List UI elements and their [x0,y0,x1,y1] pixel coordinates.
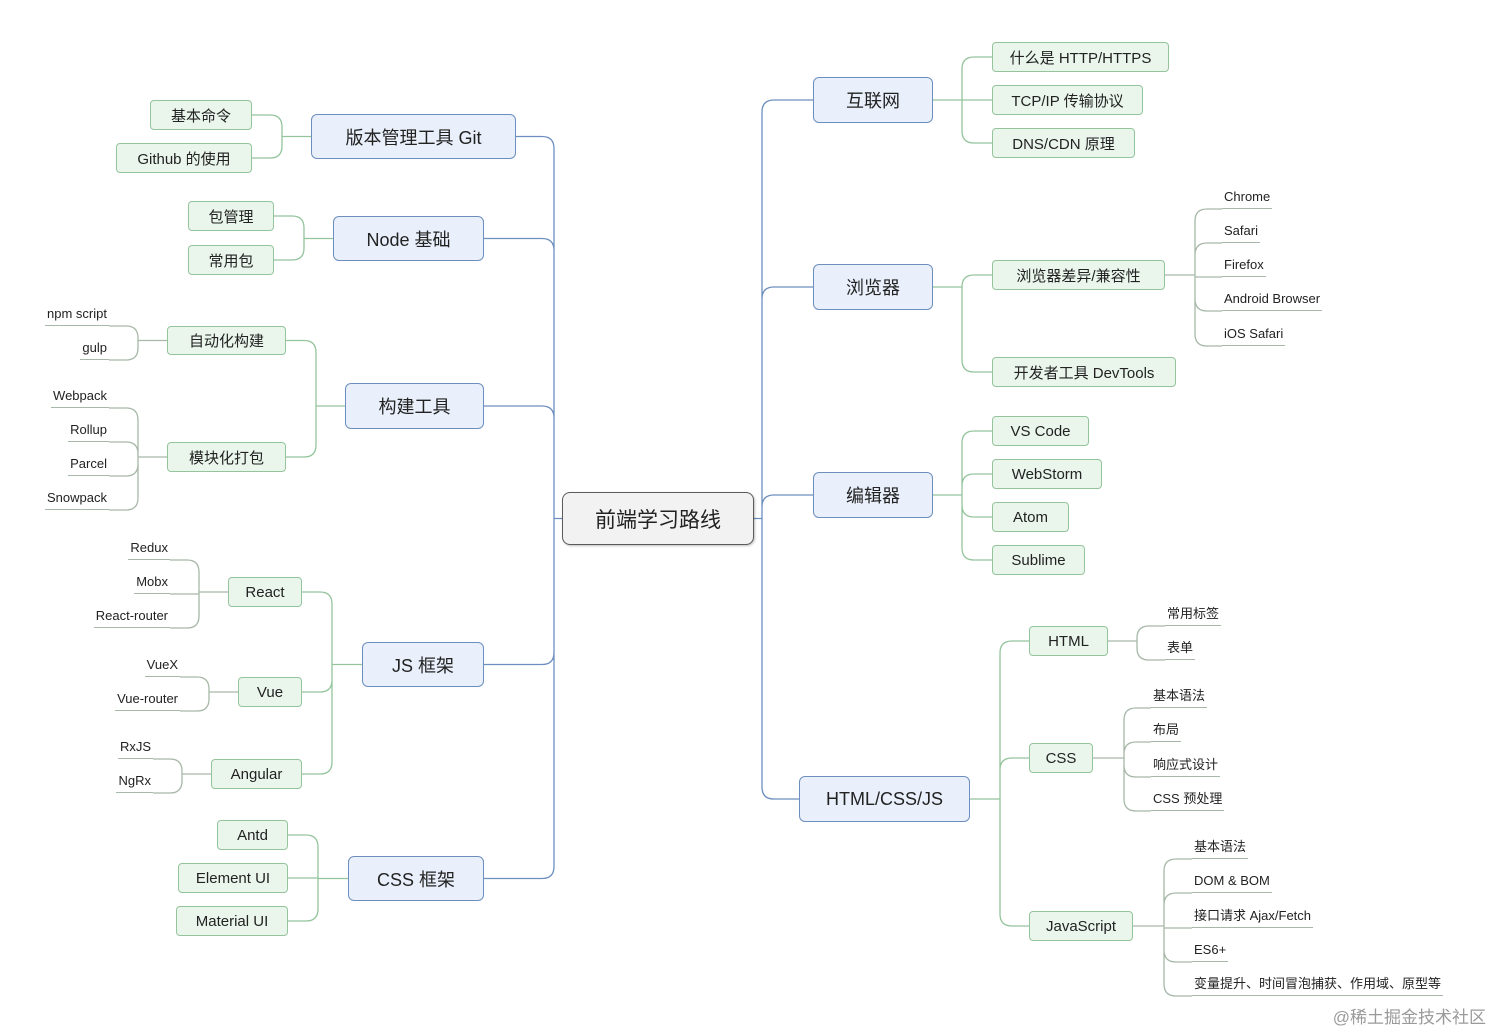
branch-css-framework[interactable]: CSS 框架 [348,856,484,901]
connector-root-node [484,135,562,880]
sub-material-ui[interactable]: Material UI [176,906,288,936]
leaf-ngrx[interactable]: NgRx [116,773,153,793]
leaf-dom-bom[interactable]: DOM & BOM [1192,873,1272,893]
leaf-forms[interactable]: 表单 [1165,640,1196,660]
sub-webstorm[interactable]: WebStorm [992,459,1102,489]
leaf-rxjs[interactable]: RxJS [117,739,153,759]
branch-git[interactable]: 版本管理工具 Git [311,114,516,159]
leaf-ios-safari[interactable]: iOS Safari [1222,326,1286,346]
leaf-safari[interactable]: Safari [1222,223,1260,243]
sub-automated-build[interactable]: 自动化构建 [167,326,286,355]
connector-sub-automated-build [109,325,167,361]
sub-browser-compat[interactable]: 浏览器差异/兼容性 [992,260,1165,290]
leaf-es6[interactable]: ES6+ [1192,942,1229,962]
leaf-responsive-design[interactable]: 响应式设计 [1151,757,1221,777]
sub-github-usage[interactable]: Github 的使用 [116,143,252,173]
branch-html-css-js[interactable]: HTML/CSS/JS [799,776,970,822]
leaf-hoisting-etc[interactable]: 变量提升、时间冒泡捕获、作用域、原型等 [1192,976,1444,996]
leaf-layout[interactable]: 布局 [1151,722,1182,742]
leaf-npm-script[interactable]: npm script [45,306,109,326]
sub-vue[interactable]: Vue [238,677,302,707]
connector-branch-browser [933,274,992,373]
connector-sub-javascript [1133,858,1192,997]
sub-vscode[interactable]: VS Code [992,416,1089,446]
sub-module-bundling[interactable]: 模块化打包 [167,442,286,472]
leaf-ajax-fetch[interactable]: 接口请求 Ajax/Fetch [1192,908,1314,928]
leaf-react-router[interactable]: React-router [93,608,170,628]
leaf-mobx[interactable]: Mobx [134,574,170,594]
connector-root-node [754,99,813,800]
watermark: @稀土掘金技术社区 [1332,1008,1486,1027]
connector-sub-angular [153,758,211,794]
sub-tcp-ip[interactable]: TCP/IP 传输协议 [992,85,1143,115]
leaf-common-tags[interactable]: 常用标签 [1165,606,1222,626]
branch-internet[interactable]: 互联网 [813,77,933,123]
sub-javascript[interactable]: JavaScript [1029,911,1133,941]
connector-branch-html-css-js [970,640,1029,927]
connector-sub-browser-compat [1165,208,1222,347]
sub-dns-cdn[interactable]: DNS/CDN 原理 [992,128,1135,158]
sub-react[interactable]: React [228,577,302,607]
connector-sub-react [170,559,228,629]
branch-js-framework[interactable]: JS 框架 [362,642,484,687]
leaf-js-basic-syntax[interactable]: 基本语法 [1192,839,1249,859]
branch-build-tools[interactable]: 构建工具 [345,383,484,429]
sub-sublime[interactable]: Sublime [992,545,1085,575]
sub-html[interactable]: HTML [1029,626,1108,656]
leaf-css-preprocessing[interactable]: CSS 预处理 [1151,791,1225,811]
sub-devtools[interactable]: 开发者工具 DevTools [992,357,1176,387]
connector-branch-node [274,215,333,261]
sub-css[interactable]: CSS [1029,743,1093,773]
connector-branch-git [252,114,311,159]
leaf-snowpack[interactable]: Snowpack [45,490,109,510]
leaf-webpack[interactable]: Webpack [51,388,109,408]
leaf-chrome[interactable]: Chrome [1222,189,1273,209]
leaf-css-basic-syntax[interactable]: 基本语法 [1151,688,1208,708]
branch-editor[interactable]: 编辑器 [813,472,933,518]
sub-antd[interactable]: Antd [217,820,288,850]
leaf-redux[interactable]: Redux [128,540,170,560]
leaf-rollup[interactable]: Rollup [68,422,109,442]
sub-git-basic-commands[interactable]: 基本命令 [150,100,252,130]
sub-package-management[interactable]: 包管理 [188,201,274,231]
connector-branch-js-framework [302,591,362,775]
sub-atom[interactable]: Atom [992,502,1069,532]
leaf-vuex[interactable]: VueX [144,657,180,677]
leaf-firefox[interactable]: Firefox [1222,257,1266,277]
sub-angular[interactable]: Angular [211,759,302,789]
connector-branch-editor [933,430,992,561]
branch-node[interactable]: Node 基础 [333,216,484,261]
sub-element-ui[interactable]: Element UI [178,863,288,893]
connector-sub-module-bundling [109,407,167,511]
leaf-vue-router[interactable]: Vue-router [115,691,180,711]
connector-branch-build-tools [286,339,345,458]
connector-branch-css-framework [288,834,348,922]
connector-branch-internet [933,56,992,144]
connector-sub-html [1108,625,1165,661]
connector-sub-vue [180,676,238,712]
leaf-parcel[interactable]: Parcel [68,456,109,476]
branch-browser[interactable]: 浏览器 [813,264,933,310]
root-node[interactable]: 前端学习路线 [562,492,754,545]
connector-sub-css [1093,707,1151,812]
sub-common-packages[interactable]: 常用包 [188,245,274,275]
leaf-gulp[interactable]: gulp [80,340,109,360]
sub-what-is-http[interactable]: 什么是 HTTP/HTTPS [992,42,1169,72]
leaf-android-browser[interactable]: Android Browser [1222,291,1323,311]
